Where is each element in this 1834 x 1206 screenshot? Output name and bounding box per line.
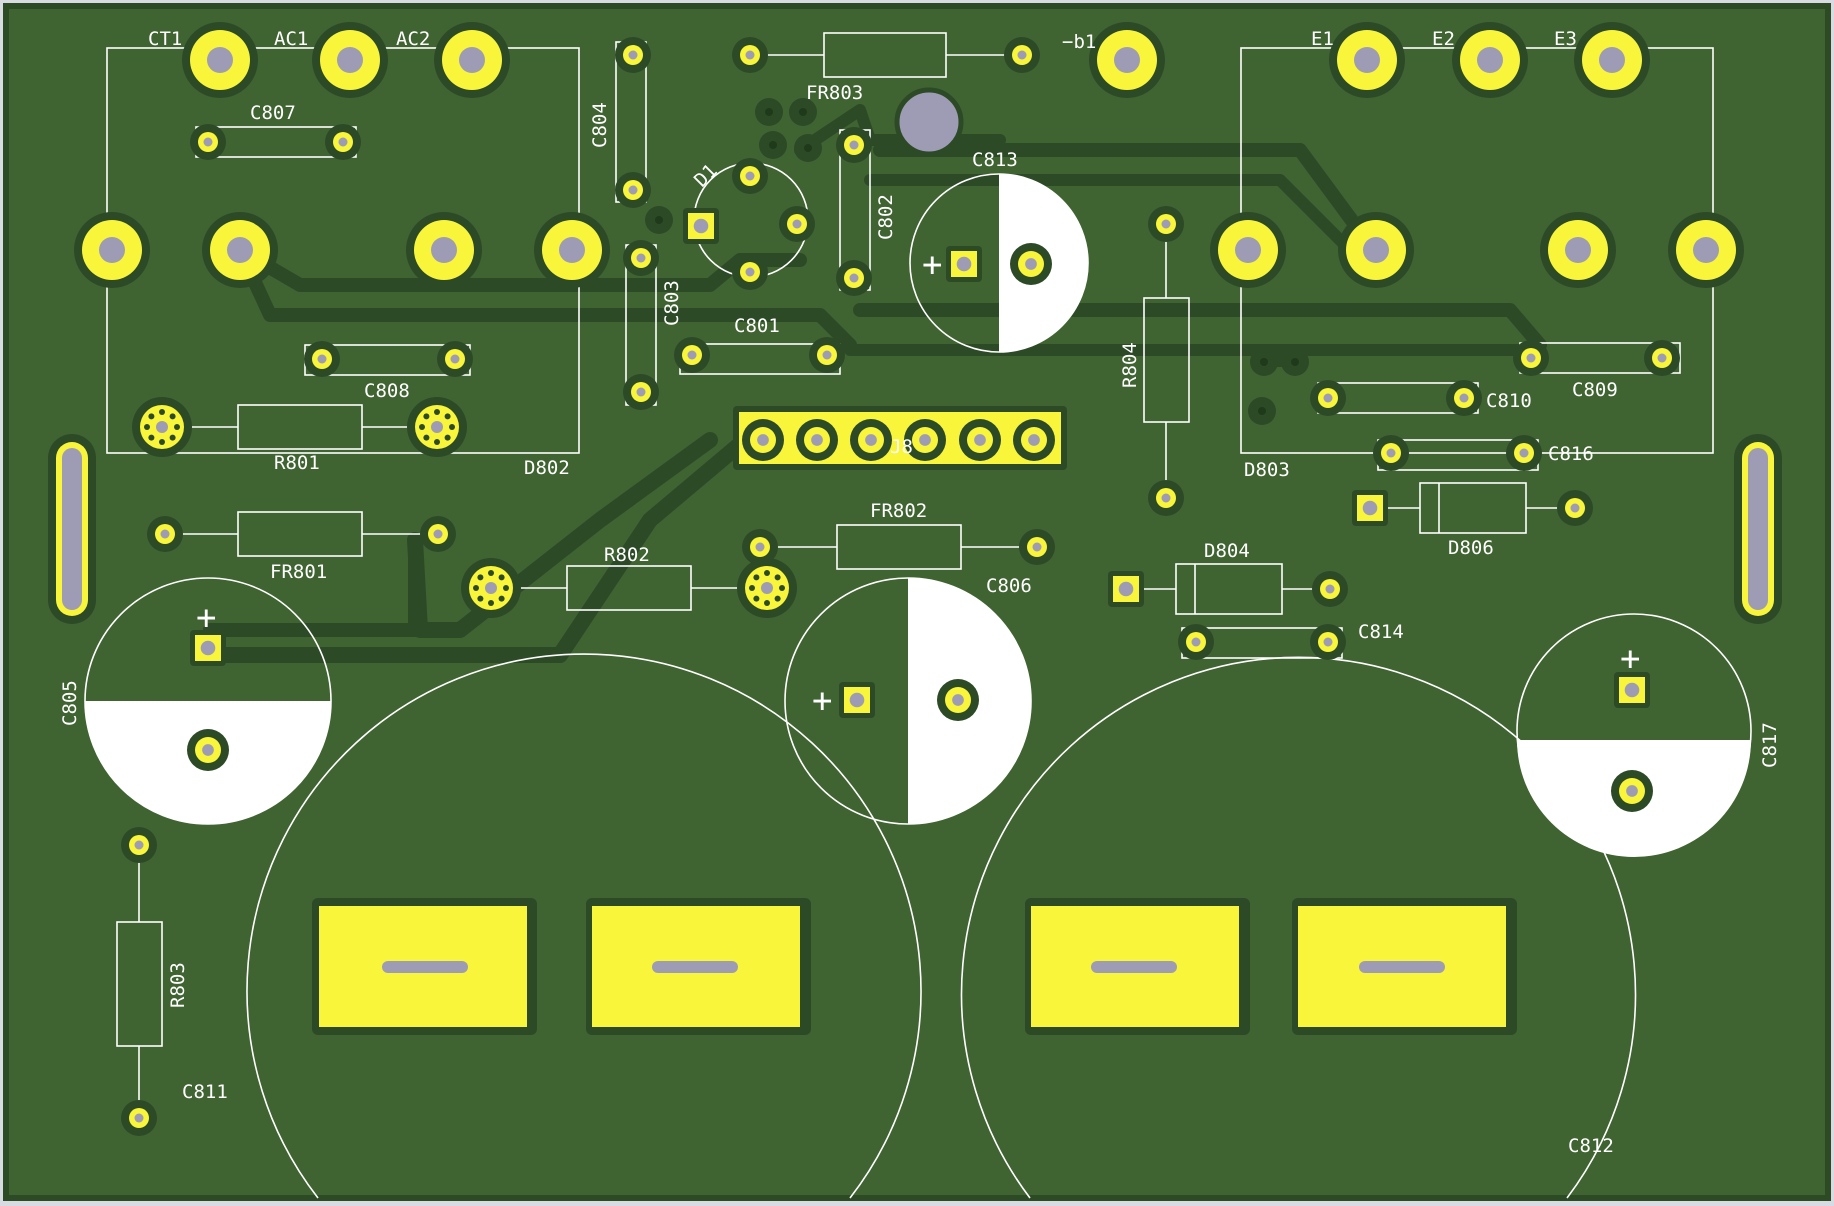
label-ac2: AC2 (396, 28, 430, 50)
label-c817: C817 (1759, 722, 1781, 768)
polarity-marks: + + + + (196, 245, 1640, 721)
label-c812: C812 (1568, 1135, 1614, 1157)
plus-c805: + (196, 598, 216, 638)
label-r802: R802 (604, 544, 650, 566)
plus-c817: + (1620, 639, 1640, 679)
label-d806: D806 (1448, 537, 1494, 559)
label-j8: J8 (890, 436, 913, 458)
mounting-slots (48, 87, 1782, 624)
label-c809: C809 (1572, 379, 1618, 401)
label-r804: R804 (1119, 342, 1141, 388)
label-ct1: CT1 (148, 28, 182, 50)
label-e3: E3 (1554, 28, 1577, 50)
label-fr802: FR802 (870, 500, 927, 522)
label-c803: C803 (661, 280, 683, 326)
label-d802: D802 (524, 457, 570, 479)
label-ac1: AC1 (274, 28, 308, 50)
label-d803: D803 (1244, 459, 1290, 481)
component-pads (74, 22, 1744, 1136)
label-fr801: FR801 (270, 561, 327, 583)
label-c805: C805 (59, 680, 81, 726)
label-c808: C808 (364, 380, 410, 402)
label-c806: C806 (986, 575, 1032, 597)
label-c810: C810 (1486, 390, 1532, 412)
label-b1: −b1 (1062, 31, 1096, 53)
plus-c813: + (922, 245, 942, 285)
label-c813: C813 (972, 149, 1018, 171)
label-d804: D804 (1204, 540, 1250, 562)
label-fr803: FR803 (806, 82, 863, 104)
label-c804: C804 (589, 102, 611, 148)
label-e2: E2 (1432, 28, 1455, 50)
label-c816: C816 (1548, 443, 1594, 465)
label-c811: C811 (182, 1081, 228, 1103)
label-c807: C807 (250, 102, 296, 124)
label-e1: E1 (1311, 28, 1334, 50)
label-r803: R803 (167, 962, 189, 1008)
plus-c806: + (812, 681, 832, 721)
label-c801: C801 (734, 315, 780, 337)
label-c814: C814 (1358, 621, 1404, 643)
heatsink-pads (312, 898, 1517, 1035)
label-c802: C802 (875, 194, 897, 240)
silkscreen-labels: CT1 AC1 AC2 C807 C804 FR803 −b1 E1 E2 E3… (59, 28, 1781, 1157)
label-r801: R801 (274, 452, 320, 474)
